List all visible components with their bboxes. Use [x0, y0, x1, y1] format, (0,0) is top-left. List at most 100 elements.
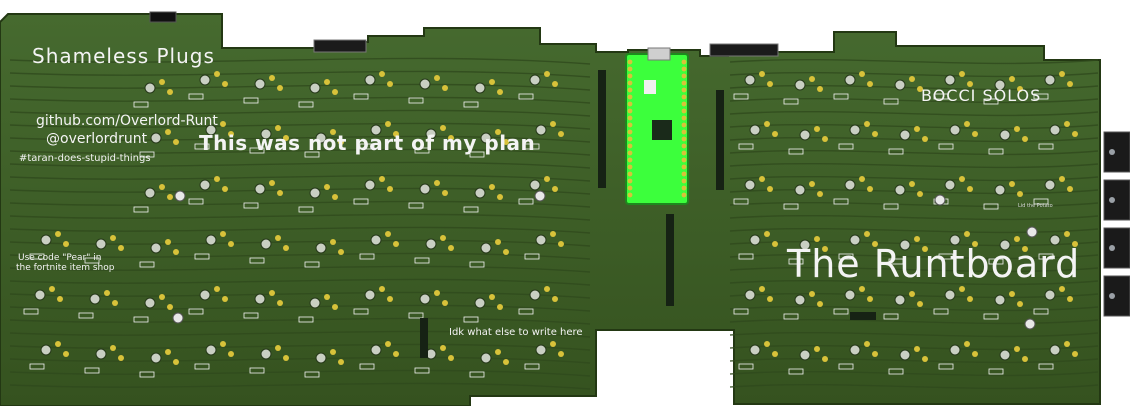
switch-footprint — [249, 125, 289, 154]
trace — [9, 317, 1099, 325]
trace — [9, 96, 1099, 104]
switch-footprint — [938, 121, 978, 150]
switch-footprint — [353, 286, 393, 315]
switch-footprint — [788, 236, 828, 265]
switch-footprint — [298, 79, 338, 108]
switch-footprint — [1033, 176, 1073, 205]
trace — [9, 135, 1099, 143]
switch-footprint — [188, 176, 228, 205]
switch-footprint — [888, 236, 928, 265]
switch-footprint — [304, 129, 344, 158]
edge-connectors — [172, 131, 1130, 330]
switch-footprint — [133, 79, 173, 108]
switch-footprint — [469, 239, 509, 268]
switch-footprint — [838, 341, 878, 370]
trace — [9, 213, 1099, 221]
switch-footprint — [738, 341, 778, 370]
switch-footprint — [988, 236, 1028, 265]
trace — [9, 239, 1099, 247]
switch-footprint — [883, 291, 923, 320]
switch-footprint — [133, 294, 173, 323]
switch-footprint — [838, 121, 878, 150]
trace — [9, 304, 1099, 312]
switch-footprint — [838, 231, 878, 260]
switch-footprint — [983, 76, 1023, 105]
switch-footprint — [524, 121, 564, 150]
switch-footprint — [783, 291, 823, 320]
trace — [9, 252, 1099, 260]
switch-footprint — [938, 341, 978, 370]
switch-footprint — [988, 346, 1028, 375]
bocci-solos-label: BOCCI SOLOS — [921, 86, 1042, 105]
switch-footprint — [78, 290, 118, 319]
switch-footprint — [783, 76, 823, 105]
edge-connector — [1103, 227, 1130, 269]
mounting-hole — [172, 312, 184, 324]
switch-footprint — [733, 286, 773, 315]
left-pin-header — [598, 70, 606, 188]
switch-footprint — [988, 126, 1028, 155]
idk-label: Idk what else to write here — [449, 327, 583, 338]
copper-traces — [9, 57, 1099, 390]
switch-footprint — [353, 71, 393, 100]
switch-footprint — [249, 345, 289, 374]
switch-footprint — [463, 294, 503, 323]
hashtag-label: #taran-does-stupid-things — [19, 153, 151, 164]
right-pin-header — [716, 90, 724, 190]
switch-footprint — [249, 235, 289, 264]
trace — [9, 265, 1099, 273]
switch-footprint — [194, 341, 234, 370]
switch-footprint — [188, 286, 228, 315]
switch-footprint — [833, 286, 873, 315]
switch-footprint — [298, 184, 338, 213]
trace — [9, 57, 1099, 65]
switch-footprint — [139, 129, 179, 158]
switch-footprint — [833, 176, 873, 205]
switch-footprint — [304, 349, 344, 378]
switch-footprint — [414, 345, 454, 374]
switch-footprint — [883, 181, 923, 210]
switch-footprint — [983, 181, 1023, 210]
switch-footprint — [29, 231, 69, 260]
shameless-plugs-label: Shameless Plugs — [32, 44, 215, 68]
switch-footprint — [524, 341, 564, 370]
switch-footprint — [983, 291, 1023, 320]
switch-footprint — [463, 184, 503, 213]
switch-footprint — [243, 180, 283, 209]
edge-connector — [1103, 179, 1130, 221]
switch-footprint — [1033, 71, 1073, 100]
trace — [9, 369, 1099, 377]
trace — [9, 356, 1099, 364]
switch-footprint — [84, 345, 124, 374]
trace — [9, 330, 1099, 338]
trace — [9, 226, 1099, 234]
switch-footprint — [738, 231, 778, 260]
switch-footprint — [304, 239, 344, 268]
usb-connector-right — [709, 43, 779, 57]
trace — [9, 187, 1099, 195]
switch-footprint — [29, 341, 69, 370]
switch-footprint — [733, 71, 773, 100]
switch-footprint — [469, 349, 509, 378]
switch-footprint — [733, 176, 773, 205]
edge-connector — [1103, 131, 1130, 173]
usb-connector-left — [313, 39, 367, 53]
switch-footprint — [298, 294, 338, 323]
switch-footprint — [23, 286, 63, 315]
switch-footprint — [84, 235, 124, 264]
switch-footprint — [414, 235, 454, 264]
code-label-line2: the fortnite item shop — [16, 263, 115, 273]
switch-footprint — [933, 71, 973, 100]
switch-footprint — [469, 129, 509, 158]
mounting-hole — [534, 190, 546, 202]
switch-footprint — [1033, 286, 1073, 315]
switch-footprint — [353, 176, 393, 205]
switch-footprint — [788, 346, 828, 375]
switch-footprint — [738, 121, 778, 150]
trace — [9, 382, 1099, 390]
switch-footprint — [933, 286, 973, 315]
small-header — [420, 318, 428, 358]
top-header — [149, 11, 177, 23]
switch-footprint — [833, 71, 873, 100]
